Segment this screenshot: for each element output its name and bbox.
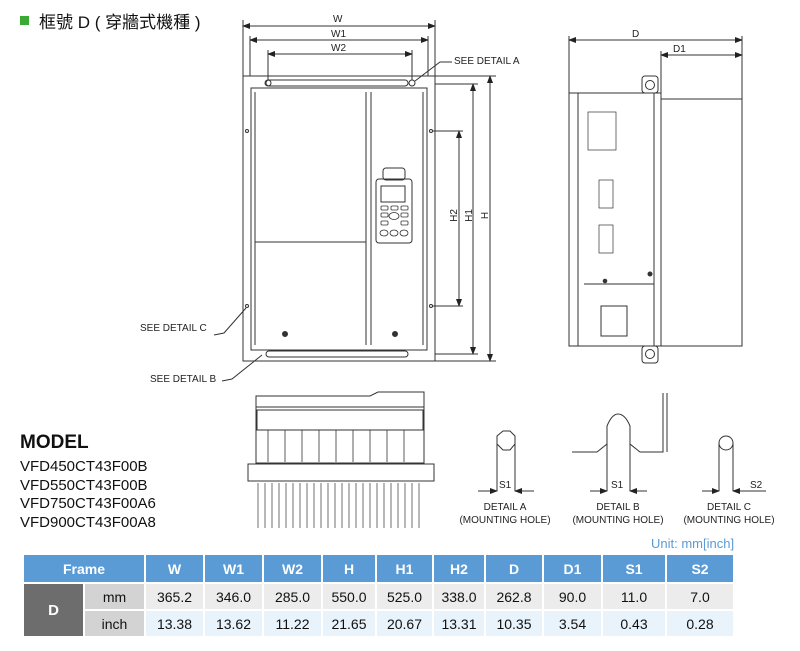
value-cell: 13.31 xyxy=(434,611,484,636)
detail-c-caption: DETAIL C (MOUNTING HOLE) xyxy=(679,501,779,527)
dimension-drawing xyxy=(213,20,766,528)
value-cell: 525.0 xyxy=(377,584,432,609)
detail-b-dim: S1 xyxy=(611,480,624,491)
side-view xyxy=(568,36,743,364)
table-row: D mm 365.2 346.0 285.0 550.0 525.0 338.0… xyxy=(24,584,733,636)
detail-b-name: DETAIL B xyxy=(596,502,640,513)
dim-label-w2: W2 xyxy=(331,43,346,54)
dim-label-d: D xyxy=(632,29,640,40)
table-header-row: Frame W W1 W2 H H1 H2 D D1 S1 S2 xyxy=(24,555,733,582)
value-cell: 11.22 xyxy=(264,611,321,636)
unit-cell: inch xyxy=(85,611,144,636)
value-cell: 0.43 xyxy=(603,611,665,636)
title-text: 框號 D ( 穿牆式機種 ) xyxy=(39,13,201,32)
detail-a-name: DETAIL A xyxy=(483,502,527,513)
value-cell: 13.62 xyxy=(205,611,262,636)
detail-b-desc: (MOUNTING HOLE) xyxy=(572,515,664,526)
dim-label-d1: D1 xyxy=(673,44,686,55)
detail-c-name: DETAIL C xyxy=(707,502,751,513)
callout-detail-c: SEE DETAIL C xyxy=(140,323,207,334)
model-heading: MODEL xyxy=(20,432,89,453)
header-w1: W1 xyxy=(205,555,262,582)
value-cell: 0.28 xyxy=(667,611,733,636)
value-cell: 262.8 xyxy=(486,584,542,609)
value-cell: 550.0 xyxy=(323,584,375,609)
header-h1: H1 xyxy=(377,555,432,582)
detail-a-caption: DETAIL A (MOUNTING HOLE) xyxy=(455,501,555,527)
value-cell: 338.0 xyxy=(434,584,484,609)
model-item: VFD750CT43F00A6 xyxy=(20,495,156,512)
header-s1: S1 xyxy=(603,555,665,582)
model-item: VFD450CT43F00B xyxy=(20,458,148,475)
value-cell: 21.65 xyxy=(323,611,375,636)
value-cell: 365.2 xyxy=(146,584,203,609)
model-item: VFD550CT43F00B xyxy=(20,476,148,494)
value-cell: 13.38 xyxy=(146,611,203,636)
dim-label-h1: H1 xyxy=(463,209,475,222)
detail-a-figure xyxy=(478,430,534,494)
header-w: W xyxy=(146,555,203,582)
dim-label-h2: H2 xyxy=(448,209,460,222)
unit-cell: mm xyxy=(85,584,144,609)
dim-label-w1: W1 xyxy=(331,29,346,40)
table-row: inch 13.38 13.62 11.22 21.65 20.67 13.31… xyxy=(24,611,733,636)
front-view xyxy=(213,20,496,382)
header-h: H xyxy=(323,555,375,582)
value-cell: 20.67 xyxy=(377,611,432,636)
value-cell: 346.0 xyxy=(205,584,262,609)
bullet-square-icon xyxy=(20,16,29,25)
frame-cell: D xyxy=(24,584,83,636)
detail-c-figure xyxy=(702,435,766,494)
detail-a-desc: (MOUNTING HOLE) xyxy=(459,515,551,526)
detail-b-figure xyxy=(572,393,668,494)
header-w2: W2 xyxy=(264,555,321,582)
header-h2: H2 xyxy=(434,555,484,582)
page-title: 框號 D ( 穿牆式機種 ) xyxy=(20,8,201,33)
dimension-table: Frame W W1 W2 H H1 H2 D D1 S1 S2 D mm 36… xyxy=(22,553,735,638)
dim-label-w: W xyxy=(333,14,343,25)
callout-detail-b: SEE DETAIL B xyxy=(150,374,217,385)
detail-a-dim: S1 xyxy=(499,480,512,491)
model-list: VFD450CT43F00B VFD550CT43F00B VFD750CT43… xyxy=(20,458,156,532)
value-cell: 285.0 xyxy=(264,584,321,609)
value-cell: 7.0 xyxy=(667,584,733,609)
value-cell: 90.0 xyxy=(544,584,601,609)
model-item: VFD900CT43F00A8 xyxy=(20,513,156,531)
dim-label-h: H xyxy=(480,211,492,220)
unit-note: Unit: mm[inch] xyxy=(651,536,735,551)
detail-b-caption: DETAIL B (MOUNTING HOLE) xyxy=(568,501,668,527)
header-d: D xyxy=(486,555,542,582)
header-s2: S2 xyxy=(667,555,733,582)
detail-c-dim: S2 xyxy=(750,480,763,491)
value-cell: 11.0 xyxy=(603,584,665,609)
bottom-view xyxy=(247,391,435,528)
value-cell: 10.35 xyxy=(486,611,542,636)
header-frame: Frame xyxy=(24,555,144,582)
value-cell: 3.54 xyxy=(544,611,601,636)
detail-c-desc: (MOUNTING HOLE) xyxy=(683,515,775,526)
header-d1: D1 xyxy=(544,555,601,582)
callout-detail-a: SEE DETAIL A xyxy=(454,56,520,67)
